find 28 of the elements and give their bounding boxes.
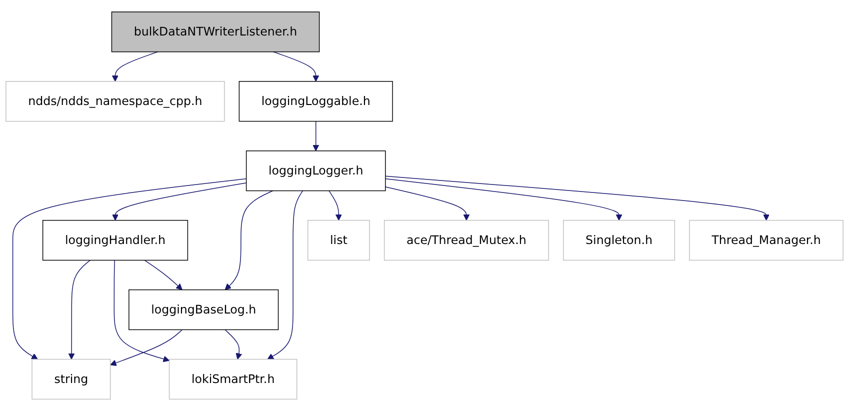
node-box: bulkDataNTWriterListener.h [111, 12, 320, 52]
node-box: loggingBaseLog.h [128, 289, 279, 330]
node-box: ace/Thread_Mutex.h [384, 220, 549, 261]
arrow [267, 190, 304, 360]
arrow [112, 51, 158, 82]
arrow [144, 260, 182, 290]
node-box: string [32, 358, 111, 400]
arrow [272, 51, 320, 82]
node-box: Singleton.h [563, 220, 676, 261]
arrow [110, 329, 183, 366]
arrow [114, 260, 170, 362]
arrow [224, 190, 274, 290]
node-box: list [307, 220, 370, 261]
arrow [224, 329, 242, 360]
arrow [385, 176, 770, 221]
arrow [12, 178, 247, 360]
arrow [385, 186, 470, 221]
arrow [112, 182, 247, 221]
arrow [68, 260, 91, 360]
node-box: ndds/ndds_namespace_cpp.h [6, 80, 225, 122]
arrow [328, 190, 342, 221]
node-box: loggingLoggable.h [238, 80, 393, 122]
arrow [312, 120, 320, 152]
node-box: Thread_Manager.h [689, 220, 844, 261]
node-box: loggingLogger.h [246, 150, 386, 192]
arrow [385, 178, 622, 221]
node-box: loggingHandler.h [42, 220, 188, 261]
node-box: lokiSmartPtr.h [168, 358, 298, 400]
